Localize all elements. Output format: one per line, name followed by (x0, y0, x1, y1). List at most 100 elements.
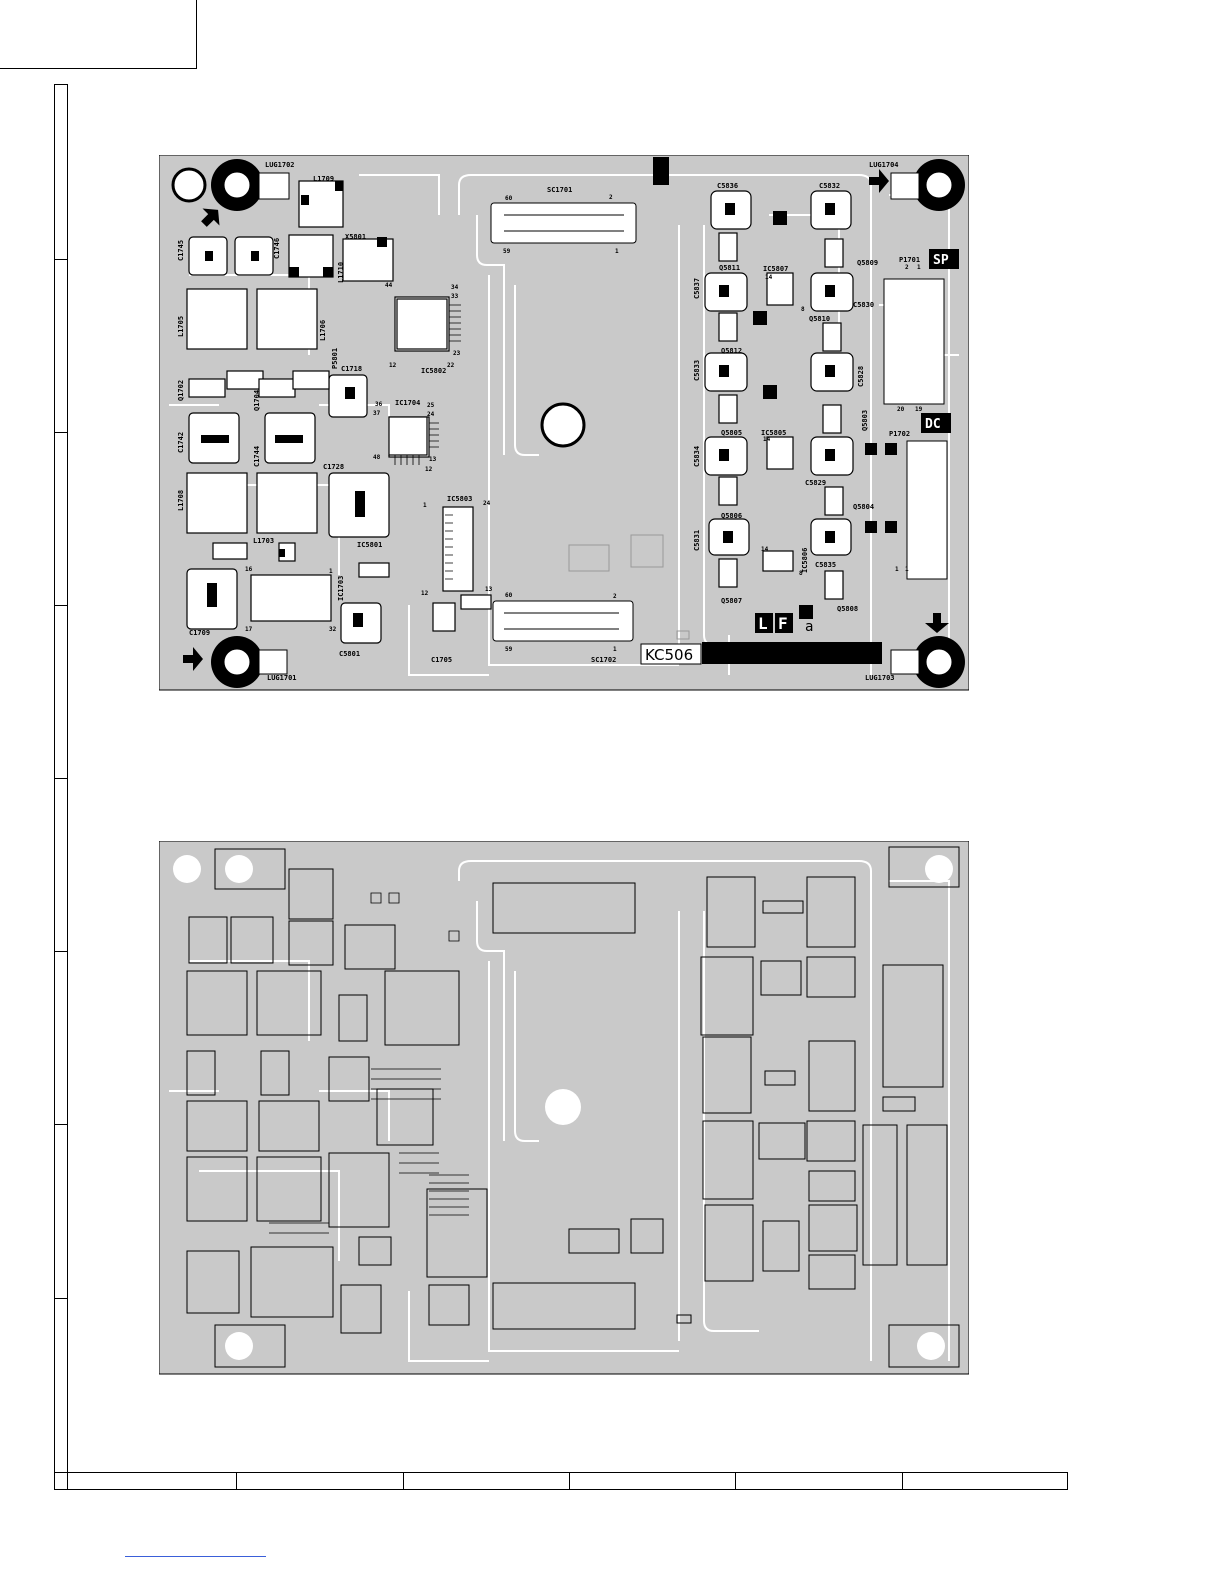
label-c1705: C1705 (431, 656, 452, 664)
label-c5832: C5832 (819, 182, 840, 190)
svg-text:44: 44 (385, 282, 393, 289)
svg-text:24: 24 (427, 411, 435, 418)
sp-tag: SP (933, 253, 949, 268)
label-p5801: P5801 (331, 348, 339, 369)
svg-text:25: 25 (427, 402, 435, 409)
label-c5831: C5831 (693, 530, 701, 551)
label-q5807: Q5807 (721, 597, 742, 605)
label-c5833: C5833 (693, 360, 701, 381)
svg-text:23: 23 (453, 350, 461, 357)
frame-tick (902, 1472, 903, 1490)
label-q5806: Q5806 (721, 512, 742, 520)
label-q5810: Q5810 (809, 315, 830, 323)
svg-text:48: 48 (373, 454, 381, 461)
label-q1702: Q1702 (177, 380, 185, 401)
label-c1742: C1742 (177, 432, 185, 453)
label-l1708: L1708 (177, 490, 185, 511)
svg-text:60: 60 (505, 592, 513, 599)
label-sc1702: SC1702 (591, 656, 616, 664)
svg-text:8: 8 (801, 306, 805, 313)
label-c5835: C5835 (815, 561, 836, 569)
svg-text:34: 34 (451, 284, 459, 291)
svg-text:1: 1 (423, 502, 427, 509)
label-c1709: C1709 (189, 629, 210, 637)
bottom-mounting-holes (173, 855, 953, 1360)
svg-text:12: 12 (425, 466, 433, 473)
label-q5809: Q5809 (857, 259, 878, 267)
frame-tick (236, 1472, 237, 1490)
drawing-frame-left (54, 84, 68, 1490)
label-c5801: C5801 (339, 650, 360, 658)
svg-text:17: 17 (245, 626, 253, 633)
label-l1706: L1706 (319, 320, 327, 341)
svg-text:20: 20 (897, 406, 905, 413)
label-c1744: C1744 (253, 446, 261, 467)
frame-tick (54, 1124, 68, 1125)
svg-text:1: 1 (917, 264, 921, 271)
label-c5836: C5836 (717, 182, 738, 190)
svg-text:36: 36 (375, 401, 383, 408)
label-lug1704: LUG1704 (869, 161, 899, 169)
page-link-underline[interactable] (125, 1556, 266, 1557)
side-letter: a (805, 619, 813, 635)
label-q1704: Q1704 (253, 390, 261, 411)
label-c1718: C1718 (341, 365, 362, 373)
svg-text:1: 1 (329, 568, 333, 575)
label-ic5801: IC5801 (357, 541, 382, 549)
svg-text:1: 1 (613, 646, 617, 653)
label-l1703: L1703 (253, 537, 274, 545)
label-lug1702: LUG1702 (265, 161, 295, 169)
label-c5828: C5828 (857, 366, 865, 387)
label-p1702: P1702 (889, 430, 910, 438)
side-mark-f: F (778, 614, 788, 633)
label-l1705: L1705 (177, 316, 185, 337)
svg-text:2: 2 (905, 264, 909, 271)
title-block-corner (0, 0, 197, 69)
frame-tick (54, 778, 68, 779)
side-mark-l: L (758, 614, 768, 633)
label-c1728: C1728 (323, 463, 344, 471)
svg-text:19: 19 (915, 406, 923, 413)
svg-text:14: 14 (765, 274, 773, 281)
svg-text:8: 8 (799, 570, 803, 577)
label-l1710: L1710 (337, 262, 345, 283)
pcb-top-view: KC506 L F a SP DC LUG1702 LUG1704 LUG170… (159, 155, 969, 691)
label-c5837: C5837 (693, 278, 701, 299)
label-q5811: Q5811 (719, 264, 740, 272)
label-c5834: C5834 (693, 446, 701, 467)
label-ic5807: IC5807 (763, 265, 788, 273)
svg-text:12: 12 (389, 362, 397, 369)
svg-text:14: 14 (763, 436, 771, 443)
svg-text:13: 13 (429, 456, 437, 463)
label-ic1703: IC1703 (337, 576, 345, 601)
label-ic5805: IC5805 (761, 429, 786, 437)
label-x5801: X5801 (345, 233, 366, 241)
label-ic1704: IC1704 (395, 399, 420, 407)
label-q5803: Q5803 (861, 410, 869, 431)
label-p1701: P1701 (899, 256, 920, 264)
frame-tick (54, 432, 68, 433)
label-c5829: C5829 (805, 479, 826, 487)
svg-text:60: 60 (505, 195, 513, 202)
drawing-frame-bottom (54, 1472, 1068, 1490)
svg-text:33: 33 (451, 293, 459, 300)
frame-tick (403, 1472, 404, 1490)
label-c1745: C1745 (177, 240, 185, 261)
svg-text:2: 2 (609, 194, 613, 201)
frame-tick (735, 1472, 736, 1490)
label-q5805: Q5805 (721, 429, 742, 437)
label-q5808: Q5808 (837, 605, 858, 613)
svg-text:59: 59 (503, 248, 511, 255)
label-l1709: L1709 (313, 175, 334, 183)
label-lug1701: LUG1701 (267, 674, 297, 682)
svg-text:59: 59 (505, 646, 513, 653)
frame-tick (54, 605, 68, 606)
frame-tick (54, 951, 68, 952)
board-id: KC506 (645, 646, 693, 664)
pcb-bottom-view (159, 841, 969, 1375)
label-sc1701: SC1701 (547, 186, 572, 194)
mounting-lugs (171, 159, 965, 688)
svg-text:1: 1 (895, 566, 899, 573)
svg-text:14: 14 (761, 546, 769, 553)
label-lug1703: LUG1703 (865, 674, 895, 682)
